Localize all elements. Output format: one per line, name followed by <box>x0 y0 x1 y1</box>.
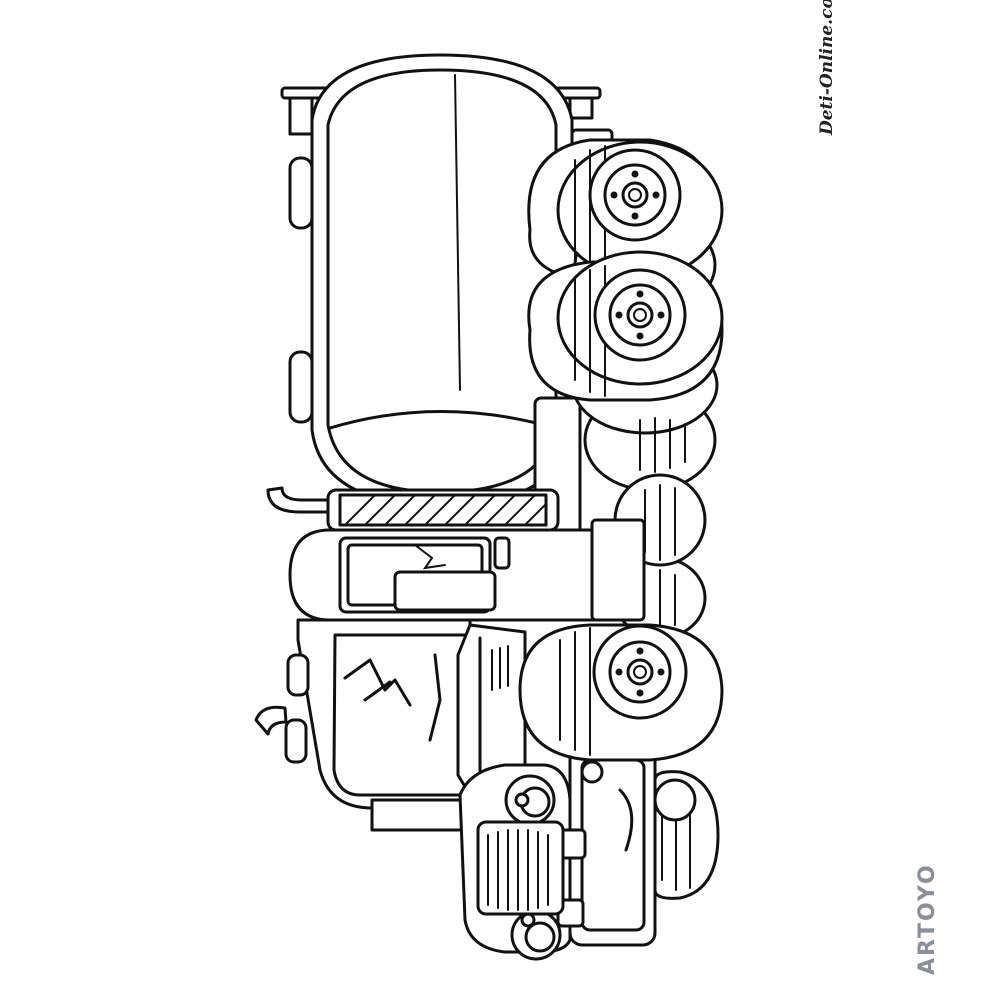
cab-lamps <box>254 653 310 764</box>
brand-watermark: ARTOYO <box>915 863 940 975</box>
cab-sleeper <box>288 518 646 622</box>
fuel-tank <box>326 488 560 532</box>
site-watermark: Deti-Online.com <box>817 0 837 136</box>
tank-side-lamps <box>288 156 314 424</box>
exhaust-pipe <box>266 486 332 514</box>
front-bumper <box>556 743 657 947</box>
rear-wheel-group-2 <box>527 250 724 492</box>
front-wheel <box>518 623 724 762</box>
headlights <box>504 774 562 961</box>
brand-watermark-text: ARTOYO <box>915 863 940 975</box>
cab <box>296 618 472 832</box>
grille <box>476 820 565 916</box>
front-wheel-inner <box>653 770 720 900</box>
